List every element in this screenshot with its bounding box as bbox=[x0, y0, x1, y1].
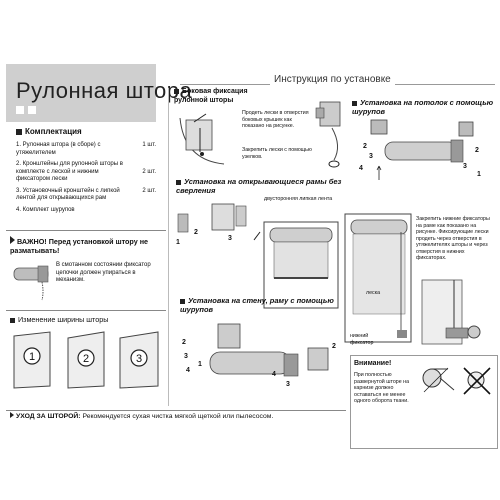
ceiling-illustration: 234 231 bbox=[359, 119, 481, 180]
arrow-icon bbox=[10, 412, 14, 418]
important-heading-text: ВАЖНО! Перед установкой штору не разматы… bbox=[10, 237, 149, 255]
kit-item-text: 1. Рулонная штора (в сборе) с утяжелител… bbox=[16, 142, 101, 156]
warning-illustration bbox=[422, 367, 491, 395]
column-divider bbox=[168, 88, 169, 406]
svg-text:2: 2 bbox=[182, 339, 186, 346]
step-label: 3 bbox=[136, 353, 142, 365]
svg-text:3: 3 bbox=[369, 153, 373, 160]
opening-frames-heading-text: Установка на открывающиеся рамы без свер… bbox=[176, 177, 342, 195]
kit-item-qty: 2 шт. bbox=[142, 169, 156, 175]
kit-item: 3. Установочный кронштейн с липкой ленто… bbox=[16, 188, 156, 203]
care-label: УХОД ЗА ШТОРОЙ: bbox=[16, 413, 81, 420]
bracket-knot-illustration bbox=[315, 101, 341, 168]
side-fix-note2: Закрепить лески с помощью узелков. bbox=[242, 147, 312, 160]
side-fix-note1: Продеть лески в отверстия боковых крышек… bbox=[242, 110, 309, 129]
bullet-icon bbox=[180, 298, 185, 304]
step-label: 2 bbox=[83, 353, 89, 365]
kit-item-text: 4. Комплект шурупов bbox=[16, 206, 75, 213]
opening-frames-heading: Установка на открывающиеся рамы без свер… bbox=[176, 177, 346, 195]
step-label: 1 bbox=[29, 351, 35, 363]
width-change-heading: Изменение ширины шторы bbox=[10, 315, 108, 324]
kit-item-text: 2. Кронштейны для рулонной шторы в компл… bbox=[16, 161, 123, 182]
kit-item: 4. Комплект шурупов bbox=[16, 207, 156, 215]
page-title: Рулонная штора bbox=[16, 78, 193, 103]
divider bbox=[6, 230, 166, 231]
divider bbox=[6, 310, 166, 311]
care-text: Рекомендуется сухая чистка мягкой щеткой… bbox=[82, 413, 274, 420]
warning-body: При полностью развернутой шторе на карни… bbox=[354, 372, 410, 404]
kit-heading: Комплектация bbox=[16, 127, 82, 136]
svg-text:2: 2 bbox=[475, 147, 479, 154]
divider bbox=[6, 410, 346, 411]
wall-heading-text: Установка на стену, раму с помощью шуруп… bbox=[180, 296, 334, 314]
svg-text:3: 3 bbox=[228, 235, 232, 242]
leska-label: леска bbox=[366, 290, 381, 296]
kit-list: 1. Рулонная штора (в сборе) с утяжелител… bbox=[16, 142, 156, 214]
svg-text:4: 4 bbox=[186, 367, 190, 374]
bullet-icon bbox=[176, 179, 181, 185]
decor-square bbox=[16, 106, 24, 114]
svg-text:3: 3 bbox=[463, 163, 467, 170]
width-change-heading-text: Изменение ширины шторы bbox=[18, 315, 109, 324]
svg-text:4: 4 bbox=[272, 371, 276, 378]
side-fix-heading-text: Боковая фиксация рулонной шторы bbox=[174, 88, 248, 104]
svg-text:2: 2 bbox=[363, 143, 367, 150]
window-frame-illustration bbox=[253, 221, 339, 309]
decor-square bbox=[28, 106, 36, 114]
title-block bbox=[6, 64, 156, 122]
fixator-detail-illustration bbox=[421, 279, 481, 345]
kit-item-text: 3. Установочный кронштейн с липкой ленто… bbox=[16, 187, 120, 202]
care-line: УХОД ЗА ШТОРОЙ: Рекомендуется сухая чист… bbox=[10, 412, 273, 420]
warning-heading: Внимание! bbox=[354, 360, 392, 367]
fixator-illustration bbox=[344, 213, 412, 343]
svg-text:3: 3 bbox=[286, 381, 290, 388]
roller-chain-illustration bbox=[13, 265, 49, 301]
kit-item: 2. Кронштейны для рулонной шторы в компл… bbox=[16, 161, 156, 184]
wall-heading: Установка на стену, раму с помощью шуруп… bbox=[180, 296, 340, 314]
bullet-icon bbox=[10, 317, 15, 323]
ceiling-heading-text: Установка на потолок с помощью шурупов bbox=[352, 98, 494, 116]
fixators-text: Закрепить нижние фиксаторы на раме как п… bbox=[416, 216, 490, 261]
svg-text:4: 4 bbox=[359, 165, 363, 172]
step-1-circle bbox=[23, 347, 41, 365]
svg-text:3: 3 bbox=[184, 353, 188, 360]
tape-label: двусторонняя липкая лента bbox=[264, 196, 333, 202]
bullet-icon bbox=[174, 88, 179, 94]
svg-text:1: 1 bbox=[176, 239, 180, 246]
header-label: Инструкция по установке bbox=[270, 74, 395, 85]
svg-text:1: 1 bbox=[198, 361, 202, 368]
svg-text:2: 2 bbox=[194, 229, 198, 236]
wall-illustration: 2 3 4 1 2 3 4 bbox=[182, 323, 336, 388]
width-change-illustration: 1 2 3 bbox=[13, 331, 159, 389]
arrow-icon bbox=[10, 236, 15, 244]
svg-text:1: 1 bbox=[477, 171, 481, 178]
kit-item-qty: 2 шт. bbox=[142, 187, 156, 194]
kit-heading-text: Комплектация bbox=[25, 127, 82, 136]
important-body: В смотанном состоянии фиксатор цепочки д… bbox=[56, 262, 151, 283]
ceiling-heading: Установка на потолок с помощью шурупов bbox=[352, 98, 494, 116]
tape-bracket-illustration: 2 3 1 bbox=[176, 203, 247, 246]
svg-text:2: 2 bbox=[332, 343, 336, 350]
warning-box bbox=[350, 355, 498, 449]
kit-item: 1. Рулонная штора (в сборе) с утяжелител… bbox=[16, 142, 156, 157]
bullet-icon bbox=[16, 128, 22, 135]
side-fix-illustration bbox=[179, 113, 225, 165]
important-heading: ВАЖНО! Перед установкой штору не разматы… bbox=[10, 236, 150, 255]
kit-item-qty: 1 шт. bbox=[142, 142, 156, 148]
bullet-icon bbox=[352, 100, 357, 106]
side-fix-heading: Боковая фиксация рулонной шторы bbox=[174, 88, 264, 105]
bottom-fix-label: нижний фиксатор bbox=[350, 333, 374, 346]
